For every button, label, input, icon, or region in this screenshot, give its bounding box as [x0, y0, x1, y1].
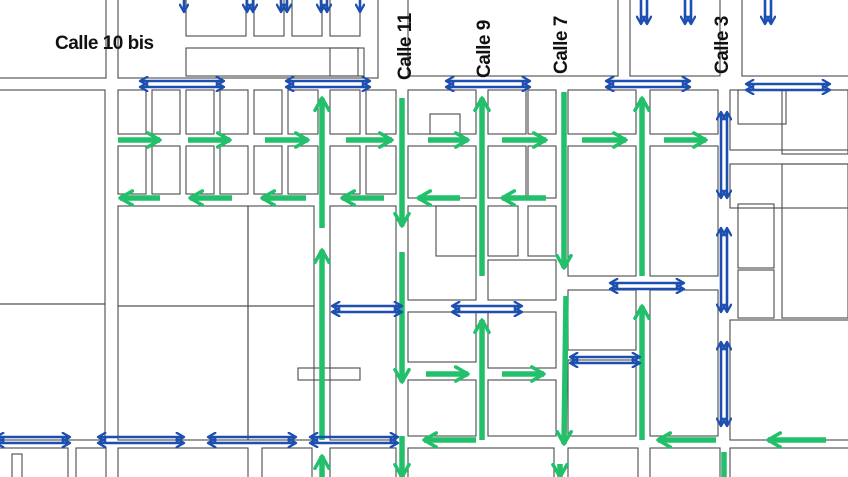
blue-double-arrow [641, 0, 647, 24]
green-arrow [555, 295, 573, 446]
blue-double-arrow [765, 0, 771, 24]
blue-double-arrow [247, 0, 253, 12]
top-stub-arrows [184, 0, 771, 24]
blue-double-arrow [321, 0, 327, 12]
blue-double-arrow [746, 84, 830, 90]
blue-double-arrow [452, 306, 522, 312]
blue-double-arrow [281, 0, 287, 12]
street-label-calle-7: Calle 7 [551, 16, 572, 74]
blue-double-arrow [208, 437, 296, 443]
one-way-arrows [118, 92, 826, 477]
street-label-calle-3: Calle 3 [712, 16, 733, 74]
blue-double-arrow [140, 81, 224, 87]
blue-double-arrow [610, 283, 684, 289]
street-label-calle-10-bis: Calle 10 bis [55, 33, 154, 54]
blue-double-arrow [721, 342, 727, 426]
blue-double-arrow [332, 306, 402, 312]
blue-double-arrow [0, 437, 70, 443]
street-label-calle-9: Calle 9 [474, 20, 495, 78]
blue-double-arrow [286, 81, 370, 87]
blue-double-arrow [310, 437, 398, 443]
blue-double-arrow [721, 112, 727, 198]
blue-double-arrow [570, 357, 640, 363]
blue-double-arrow [685, 0, 691, 24]
street-label-calle-11: Calle 11 [395, 13, 416, 80]
blue-double-arrow [446, 81, 530, 87]
two-way-arrows [0, 81, 830, 443]
blue-double-arrow [98, 437, 184, 443]
blue-double-arrow [606, 81, 690, 87]
blue-double-arrow [721, 228, 727, 312]
